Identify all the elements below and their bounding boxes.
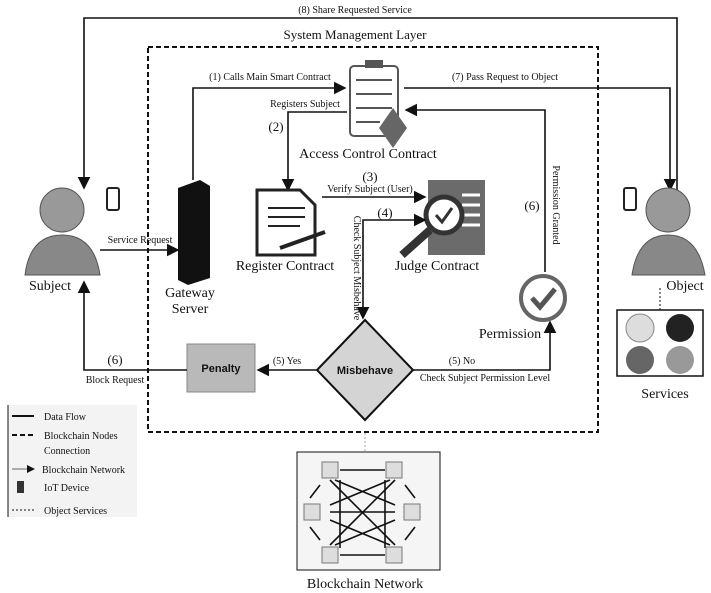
pass-label: (7) Pass Request to Object bbox=[452, 72, 558, 83]
pass-request-arrow bbox=[404, 87, 677, 192]
misbehave-decision bbox=[315, 318, 415, 422]
object-avatar bbox=[631, 187, 706, 276]
permission-label: Permission bbox=[479, 327, 541, 342]
gateway-label: Gateway bbox=[165, 286, 215, 301]
no-label: (5) No bbox=[449, 356, 475, 367]
step6-block-label: (6) bbox=[107, 352, 122, 367]
gateway-server-icon bbox=[178, 180, 210, 285]
register-contract-icon bbox=[255, 188, 326, 257]
step3-label: (3) bbox=[362, 169, 377, 184]
blockchain-network-box bbox=[296, 451, 441, 571]
share-label: (8) Share Requested Service bbox=[298, 5, 412, 16]
check-misbehave-label: Check Subject Misbehave bbox=[351, 216, 362, 321]
judge-contract-label: Judge Contract bbox=[395, 259, 479, 274]
legend-label: Blockchain Network bbox=[42, 465, 125, 476]
calls-label: (1) Calls Main Smart Contract bbox=[209, 72, 331, 83]
legend-label: Connection bbox=[44, 446, 90, 457]
penalty-label: Penalty bbox=[201, 363, 241, 375]
legend-label: Data Flow bbox=[44, 412, 87, 423]
yes-label: (5) Yes bbox=[273, 356, 301, 367]
permission-granted-label: Permission Granted bbox=[550, 165, 561, 244]
legend-label: IoT Device bbox=[44, 483, 90, 494]
access-control-contract-icon bbox=[349, 60, 407, 148]
step4-label: (4) bbox=[377, 205, 392, 220]
share-service-arrow bbox=[77, 17, 678, 190]
object-label: Object bbox=[666, 279, 703, 294]
calls-contract-arrow bbox=[192, 81, 347, 180]
video-service-icon bbox=[626, 346, 654, 374]
legend: Data Flow Blockchain Nodes Connection Bl… bbox=[7, 405, 137, 517]
blockchain-label: Blockchain Network bbox=[307, 577, 423, 592]
block-label: Block Request bbox=[86, 375, 145, 386]
step2-label: (2) bbox=[268, 119, 283, 134]
chat-service-icon bbox=[666, 346, 694, 374]
server-label: Server bbox=[172, 302, 209, 317]
subject-label: Subject bbox=[29, 279, 71, 294]
layer-title: System Management Layer bbox=[284, 27, 428, 42]
registers-subject-arrow bbox=[281, 111, 347, 192]
check-permission-label: Check Subject Permission Level bbox=[420, 373, 550, 384]
no-arrow bbox=[413, 320, 557, 371]
legend-label: Blockchain Nodes bbox=[44, 431, 118, 442]
access-control-label: Access Control Contract bbox=[299, 147, 437, 162]
block-request-arrow bbox=[77, 280, 187, 371]
chart-service-icon bbox=[625, 313, 655, 343]
legend-phone-icon bbox=[17, 481, 24, 493]
system-management-layer bbox=[147, 46, 599, 433]
registers-label: Registers Subject bbox=[270, 99, 340, 110]
check-misbehave-arrow bbox=[356, 213, 427, 320]
register-contract-label: Register Contract bbox=[236, 259, 334, 274]
judge-contract-icon bbox=[399, 180, 485, 258]
subject-avatar bbox=[24, 187, 101, 276]
subject-phone-icon bbox=[106, 187, 120, 211]
step6-granted-label: (6) bbox=[524, 198, 539, 213]
penalty-box bbox=[186, 343, 256, 393]
legend-label: Object Services bbox=[44, 506, 107, 517]
permission-granted-arrow bbox=[404, 103, 546, 272]
services-label: Services bbox=[641, 387, 688, 402]
service-request-label: Service Request bbox=[108, 235, 173, 246]
permission-check-icon bbox=[519, 274, 567, 322]
misbehave-label: Misbehave bbox=[337, 365, 393, 377]
verify-label: Verify Subject (User) bbox=[327, 184, 413, 195]
object-phone-icon bbox=[623, 187, 637, 211]
music-service-icon bbox=[666, 314, 694, 342]
